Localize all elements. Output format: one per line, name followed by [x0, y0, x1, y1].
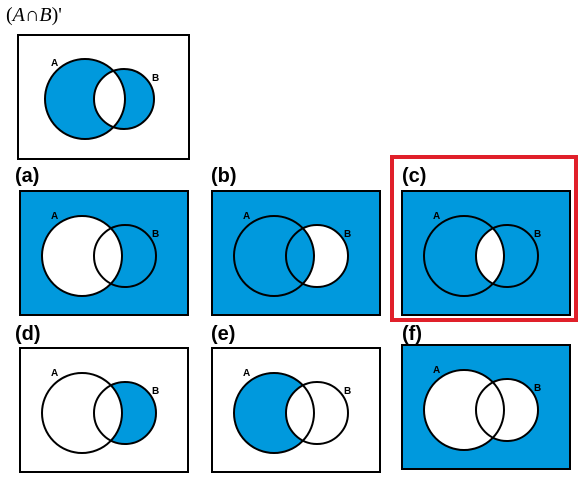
set-label-a: A: [51, 211, 58, 222]
venn-svg: AB: [19, 36, 188, 158]
region-intersection: [476, 225, 504, 287]
set-label-b: B: [152, 73, 159, 84]
option-label-f: (f): [402, 323, 422, 345]
region-intersection: [94, 225, 122, 287]
question-expression: (A∩B)': [6, 4, 62, 26]
set-label-b: B: [534, 383, 541, 394]
option-label-c: (c): [402, 165, 427, 187]
circle-a-outline: [233, 372, 315, 454]
circle-a-outline: [423, 215, 505, 297]
region-intersection: [286, 225, 314, 287]
option-label-a: (a): [15, 165, 40, 187]
set-label-a: A: [51, 368, 58, 379]
intersection-symbol: ∩: [24, 4, 40, 26]
circle-a-outline: [41, 372, 123, 454]
region-intersection: [94, 382, 122, 444]
set-label-a: A: [243, 211, 250, 222]
venn-svg: AB: [213, 192, 379, 314]
circle-a-outline: [233, 215, 315, 297]
region-intersection: [476, 379, 504, 441]
set-a-symbol: A: [12, 4, 25, 26]
selected-answer-highlight: [390, 155, 578, 322]
circle-b-outline: [285, 381, 349, 445]
complement-mark: ': [58, 4, 62, 26]
circle-a-outline: [41, 215, 123, 297]
set-label-a: A: [433, 365, 440, 376]
circle-b-outline: [93, 68, 155, 130]
set-label-b: B: [152, 386, 159, 397]
option-label-b: (b): [211, 165, 237, 187]
set-b-symbol: B: [39, 4, 52, 26]
set-label-a: A: [243, 368, 250, 379]
set-label-a: A: [433, 211, 440, 222]
venn-svg: AB: [403, 192, 569, 314]
set-label-a: A: [51, 58, 58, 69]
circle-a-outline: [44, 58, 126, 140]
set-label-b: B: [344, 229, 351, 240]
venn-svg: AB: [21, 349, 187, 471]
circle-b-outline: [475, 224, 539, 288]
venn-svg: AB: [213, 349, 379, 471]
venn-svg: AB: [403, 346, 569, 468]
circle-b-outline: [285, 224, 349, 288]
circle-b-outline: [93, 224, 157, 288]
set-label-b: B: [344, 386, 351, 397]
option-label-d: (d): [15, 323, 41, 345]
set-label-b: B: [152, 229, 159, 240]
region-intersection: [286, 382, 314, 444]
circle-a-outline: [423, 369, 505, 451]
venn-svg: AB: [21, 192, 187, 314]
circle-b-outline: [93, 381, 157, 445]
set-label-b: B: [534, 229, 541, 240]
circle-b-outline: [475, 378, 539, 442]
option-label-e: (e): [211, 323, 236, 345]
